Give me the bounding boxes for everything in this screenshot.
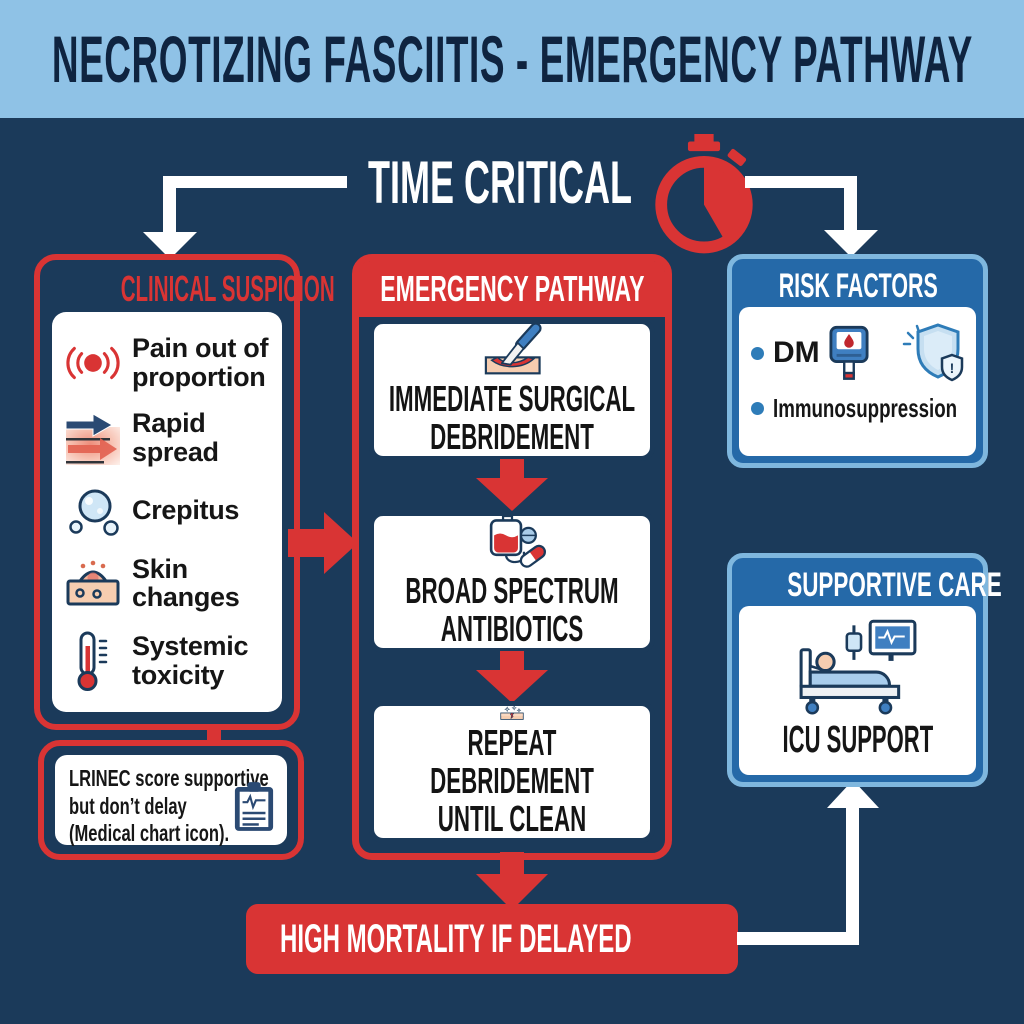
connector-bottom-horizontal bbox=[737, 932, 855, 945]
supportive-care-title-wrap: SUPPORTIVE CARE bbox=[732, 566, 1001, 605]
arrow-right-red bbox=[288, 512, 358, 574]
step-label: BROAD SPECTRUM ANTIBIOTICS bbox=[405, 569, 619, 649]
bullet-icon bbox=[751, 346, 764, 360]
lrinec-note-inner: LRINEC score supportive but don’t delay … bbox=[55, 755, 287, 847]
connector-right-horizontal bbox=[745, 176, 857, 188]
clinical-suspicion-title-wrap: CLINICAL SUSPICION bbox=[40, 268, 335, 310]
risk-factors-title: RISK FACTORS bbox=[778, 267, 938, 305]
skin-changes-icon bbox=[64, 559, 122, 607]
mortality-banner: HIGH MORTALITY IF DELAYED bbox=[246, 904, 738, 974]
step-label: REPEAT DEBRIDEMENT UNTIL CLEAN bbox=[430, 721, 594, 839]
risk-factors-list: DM ! bbox=[739, 307, 976, 456]
lrinec-note-box: LRINEC score supportive but don’t delay … bbox=[38, 740, 304, 860]
lrinec-note-text: LRINEC score supportive but don’t delay … bbox=[69, 765, 269, 847]
connector-left-vertical bbox=[163, 176, 176, 234]
risk-item-label: Immunosuppression bbox=[773, 393, 958, 423]
glucometer-icon bbox=[829, 325, 869, 380]
supportive-care-title: SUPPORTIVE CARE bbox=[787, 566, 1002, 604]
page-title: NECROTIZING FASCIITIS - EMERGENCY PATHWA… bbox=[51, 22, 973, 96]
icu-support-label: ICU SUPPORT bbox=[782, 719, 933, 761]
icu-bed-icon bbox=[799, 619, 916, 715]
connector-bottom-vertical bbox=[846, 806, 859, 945]
risk-item-dm: DM bbox=[751, 325, 964, 381]
list-item-systemic-toxicity: Systemic toxicity bbox=[64, 630, 272, 692]
time-critical-label-wrap: TIME CRITICAL bbox=[0, 148, 1000, 217]
connector-right-vertical bbox=[844, 176, 857, 232]
stopwatch-icon bbox=[655, 134, 753, 254]
risk-item-immunosuppression: Immunosuppression bbox=[751, 393, 964, 424]
mortality-banner-label: HIGH MORTALITY IF DELAYED bbox=[280, 916, 632, 961]
bullet-icon bbox=[751, 402, 764, 415]
list-item-label: Systemic toxicity bbox=[132, 631, 249, 690]
list-item-label: Rapid spread bbox=[132, 408, 219, 468]
step-broad-spectrum-antibiotics: BROAD SPECTRUM ANTIBIOTICS bbox=[369, 511, 655, 653]
arrow-down-red bbox=[476, 852, 548, 910]
connector-left-horizontal bbox=[163, 176, 347, 188]
svg-text:!: ! bbox=[950, 360, 955, 376]
clinical-suspicion-title: CLINICAL SUSPICION bbox=[120, 268, 335, 309]
emergency-pathway-title: EMERGENCY PATHWAY bbox=[379, 268, 645, 309]
title-banner: NECROTIZING FASCIITIS - EMERGENCY PATHWA… bbox=[0, 0, 1024, 118]
iv-antibiotics-icon bbox=[489, 516, 546, 568]
supportive-care-panel: SUPPORTIVE CARE ICU SUPPORT bbox=[727, 553, 1002, 787]
red-connector bbox=[207, 724, 221, 744]
clean-wound-icon bbox=[500, 706, 524, 720]
scalpel-incision-icon bbox=[484, 324, 542, 375]
supportive-care-content: ICU SUPPORT bbox=[739, 606, 976, 775]
risk-item-label: DM bbox=[773, 336, 820, 369]
clinical-suspicion-panel: CLINICAL SUSPICION Pain out of proportio… bbox=[34, 254, 335, 730]
clinical-suspicion-list: Pain out of proportion bbox=[52, 312, 282, 712]
medical-chart-icon bbox=[234, 782, 274, 831]
risk-factors-panel: RISK FACTORS DM bbox=[727, 254, 988, 468]
list-item-label: Skin changes bbox=[132, 553, 240, 613]
time-critical-label: TIME CRITICAL bbox=[368, 149, 632, 216]
step-label: IMMEDIATE SURGICAL DEBRIDEMENT bbox=[388, 377, 636, 457]
thermometer-icon bbox=[64, 630, 122, 692]
list-item-skin-changes: Skin changes bbox=[64, 553, 272, 613]
arrow-down-red bbox=[476, 651, 548, 703]
emergency-pathway-header: EMERGENCY PATHWAY bbox=[359, 261, 665, 317]
list-item-label: Pain out of proportion bbox=[132, 333, 269, 392]
list-item-label: Crepitus bbox=[132, 495, 240, 526]
risk-factors-title-wrap: RISK FACTORS bbox=[732, 267, 983, 306]
crepitus-bubbles-icon bbox=[64, 485, 122, 537]
immune-shield-icon: ! bbox=[900, 321, 966, 390]
list-item-rapid-spread: Rapid spread bbox=[64, 409, 272, 467]
arrowhead-down-right bbox=[824, 230, 878, 257]
radiating-pain-icon bbox=[64, 340, 122, 386]
arrow-down-red bbox=[476, 459, 548, 511]
rapid-spread-arrow-icon bbox=[64, 411, 122, 466]
step-repeat-debridement: REPEAT DEBRIDEMENT UNTIL CLEAN bbox=[369, 701, 655, 843]
emergency-pathway-panel: EMERGENCY PATHWAY IMMEDIATE SURGICAL DEB… bbox=[352, 254, 672, 860]
list-item-crepitus: Crepitus bbox=[64, 485, 272, 537]
list-item-pain: Pain out of proportion bbox=[64, 334, 272, 392]
step-immediate-surgical-debridement: IMMEDIATE SURGICAL DEBRIDEMENT bbox=[369, 319, 655, 461]
